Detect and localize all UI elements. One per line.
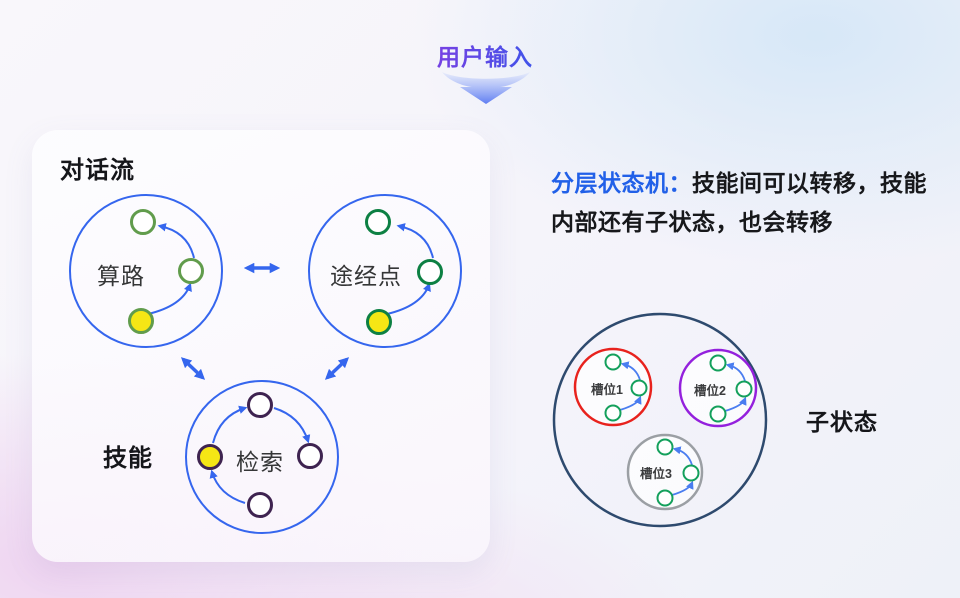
- retrieval-node-right: [297, 443, 323, 469]
- slot3-arc-2: [672, 446, 693, 466]
- substate-svg: [552, 312, 768, 528]
- slot2-node-bottom: [709, 405, 727, 423]
- retrieval-node-active: [197, 444, 223, 470]
- annotation-line2: 内部还有子状态，也会转移: [551, 209, 833, 235]
- state-circle-retrieval: [185, 380, 339, 534]
- annotation-text: 分层状态机：技能间可以转移，技能 内部还有子状态，也会转移: [551, 164, 946, 242]
- retrieval-arc-1: [212, 405, 248, 444]
- skill-label: 技能: [103, 445, 153, 472]
- retrieval-node-top: [247, 392, 273, 418]
- waypoint-node-top: [365, 209, 391, 235]
- route-arc-2: [157, 223, 195, 259]
- slot3-node-top: [656, 438, 674, 456]
- slot1-node-bottom: [604, 404, 622, 422]
- annotation-line1-rest: 技能间可以转移，技能: [692, 170, 927, 196]
- slot2-node-right: [735, 380, 753, 398]
- slot3-node-bottom: [656, 489, 674, 507]
- slot3-arc-1: [671, 480, 694, 496]
- state-label-route: 算路: [97, 263, 145, 289]
- slot2-label: 槽位2: [694, 384, 726, 398]
- slot1-label: 槽位1: [591, 383, 623, 397]
- substate-outer-circle: [552, 312, 768, 528]
- state-circle-waypoint: [308, 194, 462, 348]
- user-input-label: 用户输入: [430, 38, 540, 72]
- double-arrow-waypoint-retrieval-icon: [324, 357, 350, 380]
- slot2-arc-2: [725, 362, 746, 382]
- double-arrow-route-retrieval-icon: [180, 357, 206, 380]
- dialog-flow-panel: [32, 130, 490, 562]
- slot1-arc-1: [619, 395, 642, 411]
- state-label-retrieval: 检索: [236, 449, 284, 475]
- panel-title: 对话流: [60, 157, 135, 184]
- state-circle-route: [69, 194, 223, 348]
- annotation-line1: 分层状态机：技能间可以转移，技能: [551, 164, 946, 203]
- retrieval-node-bottom: [247, 492, 273, 518]
- slot2-arc-1: [724, 396, 747, 412]
- route-node-right: [178, 258, 204, 284]
- slot2-node-top: [709, 354, 727, 372]
- waypoint-node-active: [366, 309, 392, 335]
- slot1-node-right: [630, 379, 648, 397]
- state-label-waypoint: 途经点: [330, 263, 402, 289]
- retrieval-arc-2: [273, 407, 311, 444]
- retrieval-arc-3: [209, 469, 246, 504]
- skill-state-diagram: [69, 194, 462, 534]
- down-funnel-arrow-icon: [442, 72, 530, 104]
- route-arc-1: [147, 282, 192, 315]
- slot3-label: 槽位3: [640, 467, 672, 481]
- slot1-node-top: [604, 353, 622, 371]
- route-node-active: [128, 308, 154, 334]
- route-node-top: [130, 209, 156, 235]
- substate-label: 子状态: [806, 409, 878, 435]
- waypoint-node-right: [417, 259, 443, 285]
- slot1-arc-2: [620, 361, 641, 381]
- waypoint-arc-1: [386, 282, 431, 315]
- annotation-lead: 分层状态机：: [551, 170, 692, 196]
- waypoint-arc-2: [396, 223, 434, 259]
- substate-diagram: 槽位1 槽位2 槽位3: [545, 303, 785, 539]
- slot3-node-right: [682, 464, 700, 482]
